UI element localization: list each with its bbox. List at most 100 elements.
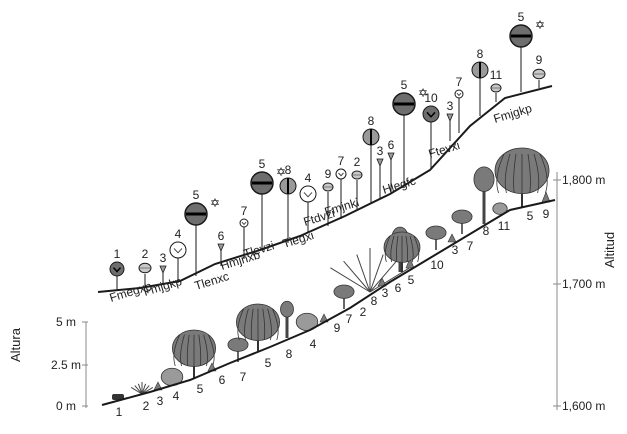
- lollipop-1: 1: [109, 247, 125, 290]
- plant-leaf: [330, 267, 371, 293]
- lollipop-number: 3: [160, 251, 167, 265]
- lollipop-head: [159, 265, 167, 275]
- lollipop-head: [299, 185, 317, 203]
- lollipop-number: 6: [388, 138, 395, 152]
- plant-7: [227, 337, 249, 362]
- lollipop-bar: [511, 34, 531, 38]
- plant-leaf: [369, 254, 384, 293]
- plant-branch: [496, 153, 505, 194]
- plant-number: 11: [498, 219, 511, 233]
- plant-number: 8: [286, 347, 293, 361]
- lollipop-9: 9: [532, 53, 546, 88]
- lollipop-7: 7: [454, 75, 464, 133]
- plant-branch: [390, 235, 395, 263]
- plant-number: 3: [382, 286, 389, 300]
- lollipop-5: 5✡: [509, 10, 545, 92]
- lollipop-number: 4: [305, 171, 312, 185]
- plant-number: 1: [116, 405, 123, 419]
- lollipop-chevron: [241, 221, 247, 226]
- lollipop-number: 6: [218, 229, 225, 243]
- lollipop-3: 3: [376, 144, 384, 199]
- lollipop-6: 6: [217, 229, 225, 266]
- lollipop-head: [239, 218, 249, 228]
- plant-leaf: [130, 386, 143, 395]
- lollipop-head: [169, 241, 187, 259]
- star-of-david-icon: ✡: [418, 86, 428, 100]
- plant-number: 5: [265, 356, 272, 370]
- plant-7: [333, 284, 355, 309]
- plant-number: 7: [346, 312, 353, 326]
- top-slope-line: [97, 85, 553, 293]
- plant-number: 10: [430, 258, 444, 272]
- lollipop-10: 10: [422, 91, 440, 168]
- plant-5: [235, 303, 280, 352]
- lollipop-3: 3: [446, 99, 454, 141]
- height-axis: 0 m 2.5 m 5 m Altura: [8, 315, 88, 413]
- lollipop-number: 7: [338, 154, 345, 168]
- lollipop-bar: [287, 178, 289, 194]
- plant-canopy: [473, 166, 495, 192]
- plant-branch: [267, 308, 272, 341]
- zone-label: Tlegxi: [281, 228, 316, 251]
- plant-2: [330, 248, 410, 293]
- plant-branch: [513, 153, 517, 194]
- plant-canopy: [425, 225, 447, 240]
- plant-canopy: [333, 284, 355, 299]
- lollipop-bar: [479, 62, 481, 78]
- lollipop-head: [376, 158, 384, 168]
- plant-7: [451, 209, 473, 234]
- height-tick-label: 2.5 m: [51, 358, 81, 372]
- plant-leaf: [343, 260, 371, 293]
- plant-number: 6: [395, 281, 402, 295]
- lollipop-chevron: [426, 111, 436, 118]
- plant-branch: [208, 334, 215, 367]
- lollipop-number: 8: [285, 163, 292, 177]
- lollipop-chevron: [338, 172, 344, 177]
- lollipop-3: 3: [159, 251, 167, 285]
- lollipop-number: 11: [490, 68, 503, 82]
- lollipop-chevron: [112, 267, 122, 273]
- lollipop-number: 10: [424, 91, 438, 105]
- lollipop-chevron: [173, 248, 183, 254]
- lollipop-4: 4: [169, 227, 187, 283]
- plant-branch: [384, 235, 391, 263]
- lollipop-head: [217, 243, 225, 253]
- lollipop-number: 3: [447, 99, 454, 113]
- plant-canopy: [112, 394, 124, 400]
- lollipop-number: 9: [536, 53, 543, 67]
- height-tick-label: 0 m: [56, 399, 76, 413]
- altitude-tick-label: 1,600 m: [562, 399, 605, 413]
- lollipop-7: 7: [239, 204, 249, 259]
- plant-number: 9: [334, 321, 341, 335]
- plant-branch: [396, 235, 399, 263]
- lollipop-8: 8: [471, 47, 489, 116]
- plant-branch: [539, 153, 548, 194]
- bottom-slope-line: [101, 199, 556, 406]
- plant-leaf: [141, 383, 147, 395]
- plant-number: 8: [371, 294, 378, 308]
- plant-canopy: [492, 202, 508, 215]
- lollipop-bar: [252, 181, 272, 185]
- plant-leaf: [369, 267, 410, 293]
- zone-label: Ftevxi: [427, 138, 462, 161]
- plant-branch: [504, 153, 511, 194]
- plant-number: 3: [452, 243, 459, 257]
- plant-number: 2: [143, 399, 150, 413]
- lollipop-5: 5✡: [392, 78, 428, 186]
- plant-8: [280, 300, 294, 338]
- lollipop-number: 9: [325, 167, 332, 181]
- plant-canopy: [280, 300, 294, 318]
- plant-number: 7: [467, 239, 474, 253]
- lollipop-bar: [394, 102, 414, 106]
- zone-labels: Fmegxp Fmjgkp Tlenxc Hmjnxb Tlevzi Tlegx…: [108, 101, 534, 305]
- lollipop-head: [454, 89, 464, 99]
- lollipop-bar: [186, 212, 206, 216]
- plant-branch: [173, 334, 180, 367]
- lollipop-chevron: [303, 192, 313, 198]
- plant-leaf: [137, 383, 143, 395]
- plant-number: 9: [543, 207, 550, 221]
- lollipop-head: [335, 168, 347, 180]
